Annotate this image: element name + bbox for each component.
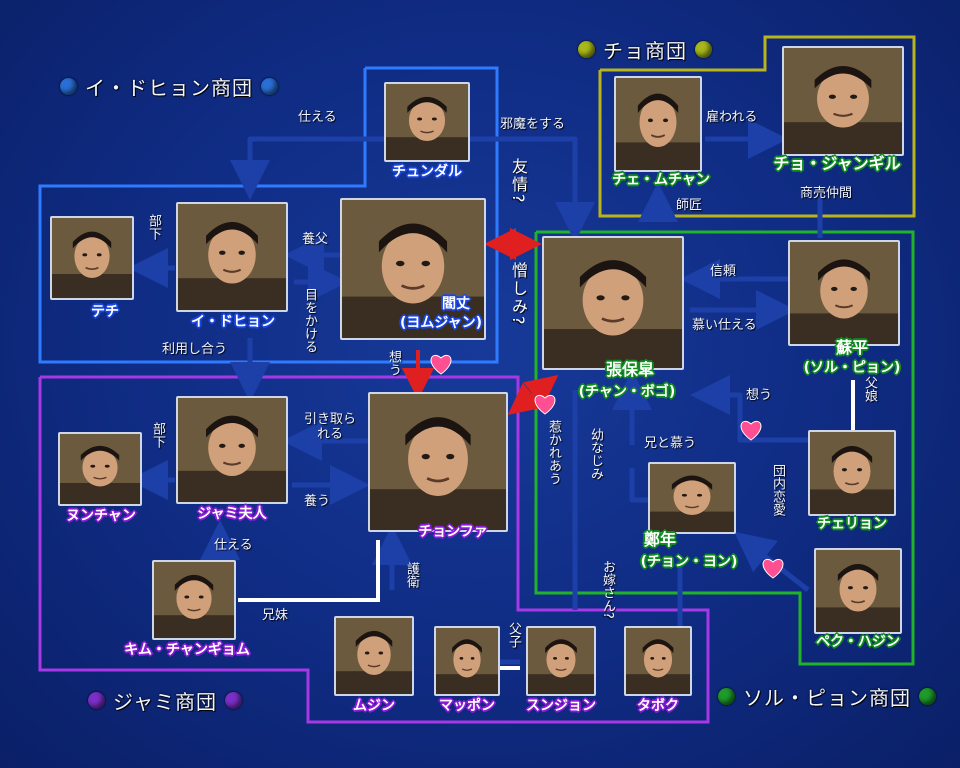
purple-orb-icon — [225, 692, 242, 709]
portrait-mujin — [334, 616, 414, 696]
frame-idohyon — [38, 66, 499, 364]
group-title-cho: チョ商団 — [578, 35, 712, 64]
frame-sorupyon — [534, 230, 915, 666]
portrait-mappon — [434, 626, 500, 696]
portrait-sohei — [788, 240, 900, 346]
purple-orb-icon — [88, 692, 105, 709]
rel-osananajimi: 幼なじみ — [588, 428, 603, 480]
rel-shitai: 慕い仕える — [692, 318, 757, 333]
rel-jama: 邪魔をする — [500, 117, 566, 132]
rel-oyomesan: お嫁さん? — [600, 560, 615, 619]
portrait-cho-jangil — [782, 46, 904, 156]
rel-hikitorareru: 引き取られる — [303, 412, 356, 442]
portrait-chonen — [648, 462, 736, 534]
blue-orb-icon — [60, 78, 77, 95]
rel-shinrai: 信頼 — [710, 264, 737, 279]
rel-nikushimi: 憎しみ? — [509, 262, 528, 327]
rel-yujo: 友情? — [509, 158, 528, 205]
portrait-sunjon — [526, 626, 596, 696]
frame-jami — [38, 375, 710, 724]
rel-kyodai: 兄妹 — [262, 608, 289, 623]
portrait-chundal — [384, 82, 470, 162]
green-orb-icon — [718, 688, 735, 705]
rel-anitoshitau: 兄と慕う — [644, 436, 697, 451]
rel-fukei: 養父 — [302, 232, 329, 247]
yellow-orb-icon — [578, 41, 595, 58]
frame-cho — [598, 35, 916, 218]
portrait-nunchan — [58, 432, 142, 506]
rel-hikareau: 惹かれあう — [546, 420, 561, 485]
blue-orb-icon — [261, 78, 278, 95]
rel-yatowareru: 雇われる — [706, 110, 758, 125]
rel-yashinau: 養う — [304, 494, 331, 509]
heart-icon — [740, 420, 762, 441]
heart-icon — [534, 394, 556, 415]
portrait-che-muchan — [614, 76, 702, 172]
portrait-kim-changyom — [152, 560, 236, 640]
rel-tsukaeru-top: 仕える — [298, 110, 337, 125]
portrait-techi — [50, 216, 134, 300]
portrait-jami — [176, 396, 288, 504]
rel-fushi: 父子 — [506, 622, 521, 648]
heart-icon — [762, 558, 784, 579]
portrait-pek-hajin — [814, 548, 902, 634]
group-title-idohyon: イ・ドヒョン商団 — [60, 72, 278, 101]
rel-shisho: 師匠 — [676, 198, 703, 213]
portrait-jang-bogo — [542, 236, 684, 370]
rel-goei: 護衛 — [404, 562, 419, 588]
group-title-jami: ジャミ商団 — [88, 686, 242, 715]
group-title-sorupyon: ソル・ピョン商団 — [718, 682, 936, 711]
rel-mewokakeru: 目をかける — [302, 288, 317, 353]
rel-fujo: 父娘 — [862, 376, 877, 402]
yellow-orb-icon — [695, 41, 712, 58]
portrait-idohyon — [176, 202, 288, 312]
rel-danai: 団内恋愛 — [770, 464, 785, 516]
portrait-cheryon — [808, 430, 896, 516]
portrait-chonfa — [368, 392, 508, 532]
rel-riyo: 利用し合う — [162, 342, 228, 357]
heart-icon — [430, 354, 452, 375]
rel-buka-2: 部下 — [150, 422, 165, 448]
rel-shobai: 商売仲間 — [800, 186, 853, 201]
portrait-taboku — [624, 626, 692, 696]
rel-omou-1: 想う — [386, 350, 401, 376]
green-orb-icon — [919, 688, 936, 705]
rel-omou-2: 想う — [746, 388, 773, 403]
rel-tsukaeru-jami: 仕える — [214, 538, 253, 553]
portrait-yomujan — [340, 198, 486, 340]
rel-buka-1: 部下 — [146, 214, 161, 240]
